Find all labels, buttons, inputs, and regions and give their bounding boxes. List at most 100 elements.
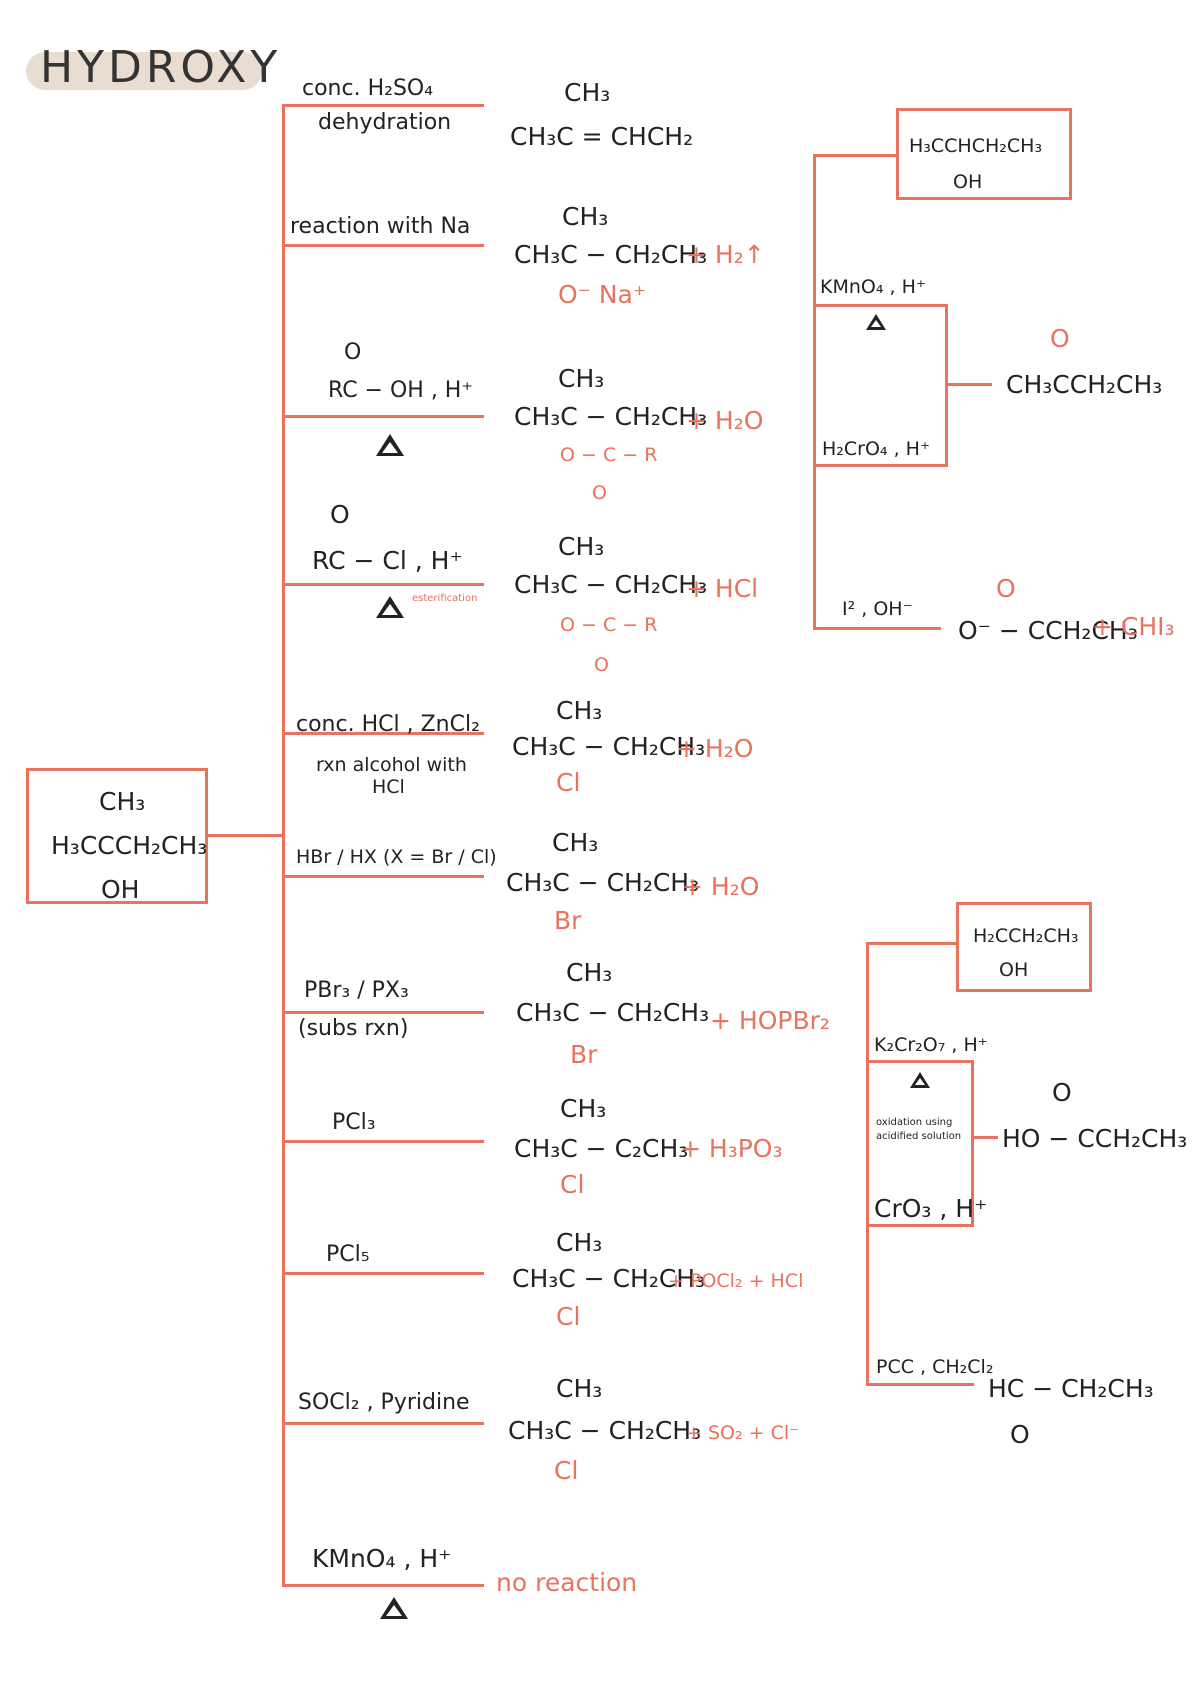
primary-main: H₂CCH₂CH₃ [973,925,1079,947]
product-main: CH₃C − CH₂CH₃ [516,998,710,1027]
branch-line [282,732,484,735]
reagent-label: PCl₃ [332,1110,376,1135]
branch-line [282,244,484,247]
reagent-carbonyl-o: O [344,340,362,365]
secondary-main: H₃CCHCH₂CH₃ [909,135,1043,157]
product-main: CH₃C − C₂CH₃ [514,1134,689,1163]
primary-branch-right [971,1060,974,1227]
product-ch3: CH₃ [558,532,605,561]
product-substituent: Br [570,1040,598,1069]
reagent-label: SOCl₂ , Pyridine [298,1390,470,1415]
pcc-reagent: PCC , CH₂Cl₂ [876,1356,994,1378]
product-ch3: CH₃ [552,828,599,857]
product-main: CH₃C − CH₂CH₃ [514,402,708,431]
branch-line [282,583,484,586]
reagent-label: reaction with Na [290,214,471,239]
product-main: CH₃C − CH₂CH₃ [512,1264,706,1293]
product-ester-group: O − C − R [560,444,658,466]
reagent-label: conc. HCl , ZnCl₂ [296,712,480,737]
primary-trunk [866,942,869,1386]
byproduct: + HCl [686,574,759,603]
product-ch3: CH₃ [564,78,611,107]
product-ch3: CH₃ [566,958,613,987]
product-substituent: Cl [556,1302,581,1331]
reagent-carbonyl-o: O [330,500,350,529]
branch-line [282,415,484,418]
reagent-note: dehydration [318,110,452,135]
reagent-note: (subs rxn) [298,1016,409,1041]
reagent-label: PBr₃ / PX₃ [304,978,409,1003]
branch-line [282,875,484,878]
secondary-branch [813,304,948,307]
page-title: HYDROXY [40,42,282,93]
carboxylate-o: O [996,574,1016,603]
product-ch3: CH₃ [558,364,605,393]
product-main: CH₃C − CH₂CH₃ [514,240,708,269]
primary-alcohol-box: H₂CCH₂CH₃ OH [956,902,1092,992]
oxidant-label: H₂CrO₄ , H⁺ [822,438,930,460]
main-trunk [282,104,285,1587]
aldehyde-product: HC − CH₂CH₃ [988,1374,1154,1403]
start-compound-box: CH₃ H₃CCCH₂CH₃ OH [26,768,208,904]
acid-product: HO − CCH₂CH₃ [1002,1124,1188,1153]
reagent-label: RC − OH , H⁺ [328,378,473,403]
branch-line [282,1272,484,1275]
product-substituent: Cl [560,1170,585,1199]
secondary-branch-right [945,304,948,467]
reagent-label: RC − Cl , H⁺ [312,546,463,575]
secondary-alcohol-box: H₃CCHCH₂CH₃ OH [896,108,1072,200]
product-main: CH₃C − CH₂CH₃ [512,732,706,761]
oxidant-label: CrO₃ , H⁺ [874,1194,988,1223]
acid-connector [974,1136,998,1139]
oxidation-note: acidified solution [876,1131,962,1142]
branch-line [282,1140,484,1143]
reagent-label: PCl₅ [326,1242,370,1267]
iodoform-byproduct: + CHI₃ [1092,612,1175,641]
secondary-oh: OH [953,171,983,193]
secondary-connector [813,154,896,157]
byproduct: + H₂O [676,734,754,763]
aldehyde-branch [866,1383,974,1386]
no-reaction-label: no reaction [496,1568,638,1597]
primary-branch [866,1224,974,1227]
byproduct: + HOPBr₂ [710,1006,830,1035]
product-ch3: CH₃ [556,1374,603,1403]
reagent-label: KMnO₄ , H⁺ [312,1544,452,1573]
connector-start [208,834,284,837]
product-substituent: Cl [554,1456,579,1485]
product-main: CH₃C − CH₂CH₃ [506,868,700,897]
title-highlight [26,52,262,90]
branch-line [282,104,484,107]
carboxylate-product: O⁻ − CCH₂CH₃ [958,616,1138,645]
iodoform-branch [813,627,941,630]
ketone-connector [948,383,992,386]
reagent-label: HBr / HX (X = Br / Cl) [296,846,497,868]
acid-o: O [1052,1078,1072,1107]
oxidation-note: oxidation using [876,1117,953,1128]
byproduct: + POCl₂ + HCl [668,1270,804,1292]
product-main: CH₃C = CHCH₂ [510,122,694,151]
product-substituent: O⁻ Na⁺ [558,280,647,309]
primary-connector [866,942,956,945]
product-ch3: CH₃ [556,696,603,725]
primary-oh: OH [999,959,1029,981]
byproduct: + H₂O [682,872,760,901]
secondary-trunk [813,154,816,630]
byproduct: + H₂↑ [686,240,765,269]
product-ch3: CH₃ [562,202,609,231]
secondary-branch [813,464,948,467]
product-ester-o: O [592,482,607,504]
ketone-o: O [1050,324,1070,353]
branch-line [282,1011,484,1014]
reagent-note: esterification [412,593,478,604]
byproduct: + SO₂ + Cl⁻ [686,1422,800,1444]
iodoform-reagent: I² , OH⁻ [842,598,913,620]
product-ch3: CH₃ [560,1094,607,1123]
reagent-label: conc. H₂SO₄ [302,76,434,101]
product-main: CH₃C − CH₂CH₃ [508,1416,702,1445]
aldehyde-o: O [1010,1420,1030,1449]
start-oh: OH [101,875,140,904]
product-ch3: CH₃ [556,1228,603,1257]
byproduct: + H₂O [686,406,764,435]
reagent-note: HCl [372,776,405,798]
